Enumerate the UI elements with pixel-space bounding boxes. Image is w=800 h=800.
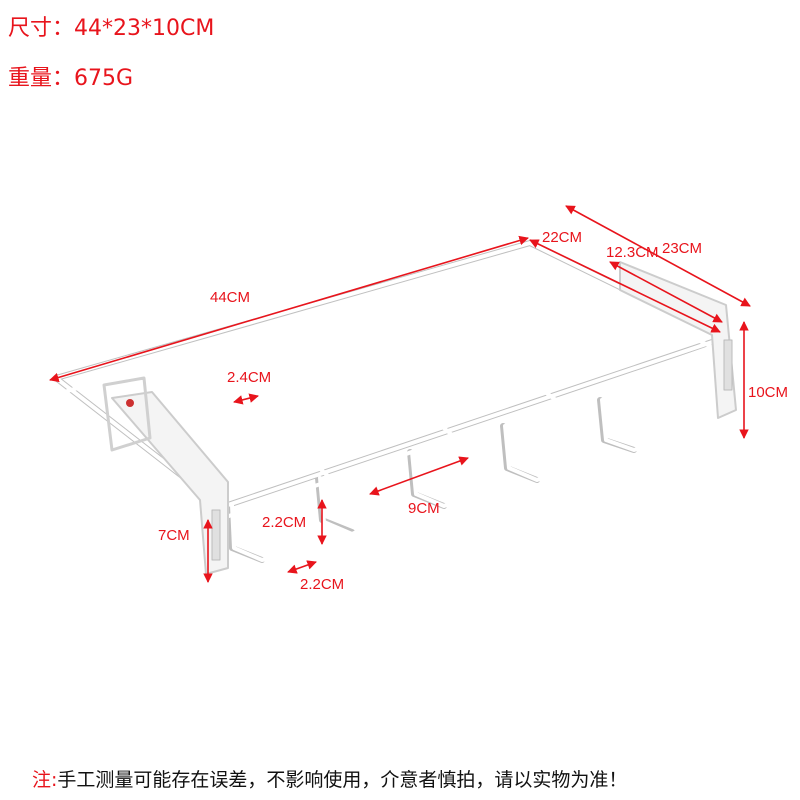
note-text: 手工测量可能存在误差，不影响使用，介意者慎拍，请以实物为准！	[57, 769, 628, 791]
height-label: 10CM	[748, 384, 788, 401]
wine-rack	[53, 240, 737, 575]
right-bracket	[619, 261, 737, 419]
left-bracket	[102, 376, 229, 575]
note-label: 注:	[32, 769, 58, 791]
disclaimer-note: 注:手工测量可能存在误差，不影响使用，介意者慎拍，请以实物为准！	[32, 765, 627, 792]
slot-width-label: 9CM	[408, 500, 440, 517]
hook-height-label: 2.2CM	[262, 514, 306, 531]
depth-inner-label: 22CM	[542, 229, 582, 246]
rail-gap-label: 2.4CM	[227, 369, 271, 386]
hook-width-label: 2.2CM	[300, 576, 344, 593]
depth-outer-label: 23CM	[662, 240, 702, 257]
slot-depth-label: 12.3CM	[606, 244, 659, 261]
bracket-height-label: 7CM	[158, 527, 190, 544]
weight-spec: 重量：675G	[8, 66, 134, 91]
length-label: 44CM	[210, 289, 250, 306]
size-spec: 尺寸：44*23*10CM	[8, 16, 215, 41]
